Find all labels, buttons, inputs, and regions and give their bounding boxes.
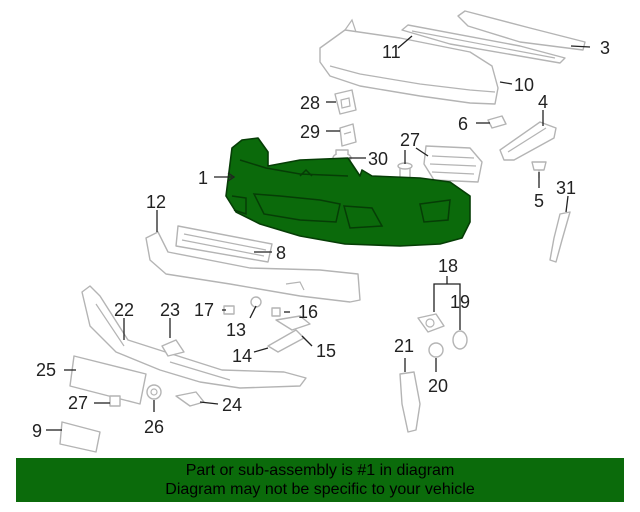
part-18-sensor[interactable]: [417, 313, 445, 333]
callout-31: 31: [556, 178, 576, 198]
callout-14: 14: [232, 346, 252, 366]
callout-15: 15: [316, 341, 336, 361]
part-7-grille[interactable]: [423, 145, 483, 183]
callout-2: 2: [400, 130, 410, 150]
callout-4: 4: [538, 92, 548, 112]
callout-9: 9: [32, 421, 42, 441]
part-28-bracket[interactable]: [334, 89, 357, 115]
callout-8: 8: [276, 243, 286, 263]
callout-3: 3: [600, 38, 610, 58]
part-29-clip[interactable]: [339, 123, 357, 147]
part-2-bolt[interactable]: [397, 162, 413, 179]
callout-20: 20: [428, 376, 448, 396]
callout-11: 11: [382, 42, 401, 62]
part-1-bumper-cover[interactable]: [225, 137, 471, 247]
callout-21: 21: [394, 336, 414, 356]
part-27-bolt[interactable]: [109, 395, 121, 407]
part-13-bolt[interactable]: [250, 296, 262, 308]
callout-17: 17: [194, 300, 214, 320]
part-6-clip[interactable]: [487, 115, 507, 129]
part-8-grille[interactable]: [175, 225, 273, 263]
part-15-bracket[interactable]: [275, 315, 311, 331]
callout-26: 26: [144, 417, 164, 437]
callout-13: 13: [226, 320, 246, 340]
callout-5: 5: [534, 191, 544, 211]
part-21-bracket[interactable]: [399, 371, 421, 433]
part-10-absorber[interactable]: [319, 18, 499, 105]
part-9-plate-bracket[interactable]: [59, 421, 101, 453]
callout-19: 19: [450, 292, 470, 312]
part-19-sensor-ring[interactable]: [452, 330, 468, 350]
part-20-sensor[interactable]: [428, 342, 444, 358]
callout-12: 12: [146, 192, 166, 212]
parts-diagram: 1 11 3 10 28 29 30 2 7 6 4 5 31 12 8 18 …: [32, 10, 610, 453]
part-22-carrier[interactable]: [81, 285, 307, 389]
callout-labels: 1 11 3 10 28 29 30 2 7 6 4 5 31 12 8 18 …: [32, 38, 610, 441]
part-11-strip[interactable]: [401, 24, 566, 64]
callout-25: 25: [36, 360, 56, 380]
callout-6: 6: [458, 114, 468, 134]
callout-16: 16: [298, 302, 318, 322]
callout-24: 24: [222, 395, 242, 415]
callout-7: 7: [410, 130, 420, 150]
callout-23: 23: [160, 300, 180, 320]
part-12-valance[interactable]: [145, 231, 361, 303]
callout-18: 18: [438, 256, 458, 276]
part-23-clip[interactable]: [161, 339, 185, 357]
callout-22: 22: [114, 300, 134, 320]
disclaimer-line-1: Part or sub-assembly is #1 in diagram: [185, 462, 455, 479]
callout-29: 29: [300, 122, 320, 142]
part-24-clip[interactable]: [175, 391, 205, 407]
part-4-bracket[interactable]: [499, 121, 557, 161]
part-14-bracket[interactable]: [267, 329, 305, 353]
part-25-plate-base[interactable]: [69, 355, 147, 405]
part-31-arch-trim[interactable]: [549, 211, 571, 263]
part-26-nut[interactable]: [146, 384, 162, 400]
callout-27: 27: [68, 393, 88, 413]
part-16-screw[interactable]: [271, 307, 281, 317]
callout-10: 10: [514, 75, 534, 95]
part-3-trim[interactable]: [457, 10, 586, 51]
disclaimer-banner: Part or sub-assembly is #1 in diagram Di…: [16, 458, 624, 502]
disclaimer-line-2: Diagram may not be specific to your vehi…: [165, 481, 475, 498]
callout-28: 28: [300, 93, 320, 113]
leader-lines: [46, 35, 591, 431]
callout-1: 1: [198, 168, 208, 188]
callout-30: 30: [368, 149, 388, 169]
